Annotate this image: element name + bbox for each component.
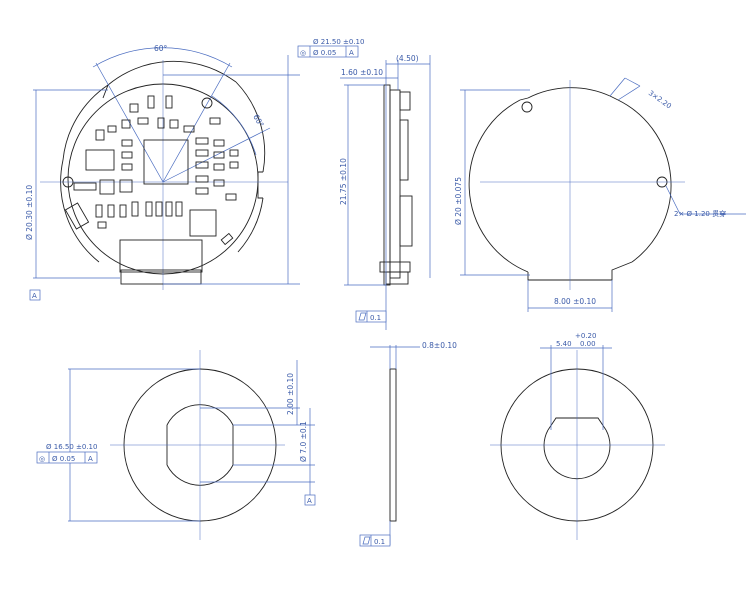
datum-a1-frame bbox=[29, 289, 41, 301]
back-width-label: 8.00 ±0.10 bbox=[554, 297, 596, 306]
flat-washer-label: 0.1 bbox=[374, 538, 385, 546]
fcf-top-tol: Ø 0.05 bbox=[313, 49, 336, 57]
side-total-label: (4.50) bbox=[396, 54, 419, 63]
back-notch-label: 3×2.20 bbox=[647, 89, 673, 110]
dia-top-outer-label: Ø 21.50 ±0.10 bbox=[313, 38, 364, 46]
fcf-w-ref: A bbox=[88, 455, 93, 463]
back-holes-label: 2× Ø 1.20 贯穿 bbox=[674, 209, 726, 218]
fcf-top-ref: A bbox=[349, 49, 354, 57]
flat-side-frame bbox=[355, 310, 387, 323]
washer-thk-label: 0.8±0.10 bbox=[422, 341, 457, 350]
washer-2-dimensions: +0.20 0.00 5.40 bbox=[556, 332, 596, 348]
fcf-w-frame bbox=[36, 451, 98, 464]
side-view bbox=[340, 55, 431, 330]
datum-a1: A bbox=[32, 292, 37, 300]
washer-view bbox=[110, 350, 285, 540]
pcb-top-view bbox=[40, 47, 288, 290]
w2-tol-zero: 0.00 bbox=[580, 340, 596, 348]
washer-2-view bbox=[490, 345, 665, 540]
fcf-w-sym: ◎ bbox=[39, 455, 45, 463]
flat-washer-frame bbox=[359, 534, 391, 547]
washer-side-view: 0.8±0.10 0.1 bbox=[359, 341, 457, 547]
back-view bbox=[468, 80, 685, 290]
side-view-dimensions: 1.60 ±0.10 (4.50) 21.75 ±0.10 0.1 bbox=[339, 54, 419, 323]
w2-dim: 5.40 bbox=[556, 340, 572, 348]
washer-view-dimensions: Ø 16.50 ±0.10 ◎ Ø 0.05 A 2.00 ±0.10 Ø 7.… bbox=[36, 360, 316, 522]
back-view-dimensions: Ø 20 ±0.075 3×2.20 2× Ø 1.20 贯穿 8.00 ±0.… bbox=[454, 77, 746, 312]
dia-pcb-label: Ø 20.30 ±0.10 bbox=[25, 185, 34, 240]
fcf-top-frame bbox=[297, 45, 359, 58]
side-height-label: 21.75 ±0.10 bbox=[339, 158, 348, 205]
back-dia-label: Ø 20 ±0.075 bbox=[454, 177, 463, 225]
washer-dia-label: Ø 16.50 ±0.10 bbox=[46, 443, 97, 451]
top-view-dimensions: 60° 60° Ø 21.50 ±0.10 ◎ Ø 0.05 A Ø 20.30… bbox=[25, 38, 364, 301]
flat-side-label: 0.1 bbox=[370, 314, 381, 322]
fcf-top-sym: ◎ bbox=[300, 49, 306, 57]
washer-flat-label: 2.00 ±0.10 bbox=[286, 373, 295, 415]
datum-a2: A bbox=[307, 497, 312, 505]
angle-side-label: 60° bbox=[251, 113, 266, 129]
angle-top-label: 60° bbox=[154, 44, 168, 53]
w2-tol-plus: +0.20 bbox=[575, 332, 596, 340]
washer-hole-label: Ø 7.0 ±0.1 bbox=[299, 421, 308, 462]
side-thk-label: 1.60 ±0.10 bbox=[341, 68, 383, 77]
fcf-w-tol: Ø 0.05 bbox=[52, 455, 75, 463]
datum-a2-frame bbox=[304, 494, 316, 506]
